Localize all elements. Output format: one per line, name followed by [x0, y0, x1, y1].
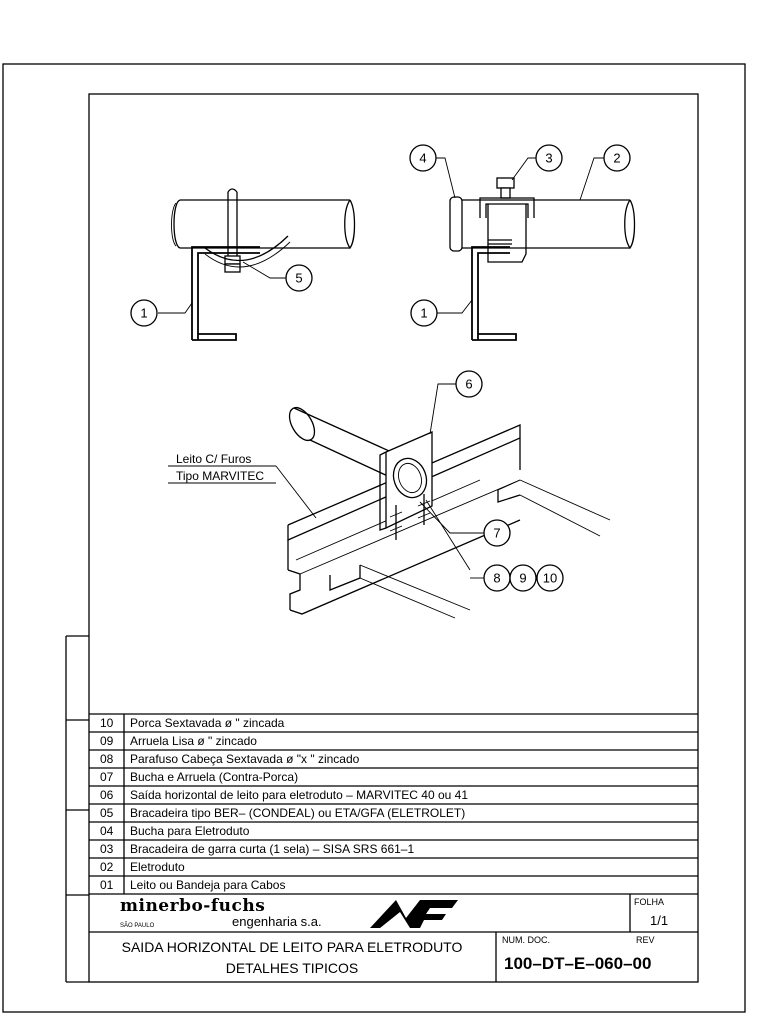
- rev-label: REV: [636, 935, 655, 945]
- parts-row: 01 Leito ou Bandeja para Cabos: [100, 878, 285, 892]
- svg-text:10: 10: [543, 571, 557, 586]
- svg-text:10: 10: [100, 716, 114, 730]
- svg-text:Eletroduto: Eletroduto: [130, 860, 185, 874]
- parts-row: 09 Arruela Lisa ø " zincado: [100, 734, 257, 748]
- svg-text:Bucha e Arruela (Contra-Porca): Bucha e Arruela (Contra-Porca): [130, 770, 298, 784]
- parts-row: 06 Saída horizontal de leito para eletro…: [100, 788, 468, 802]
- company-name: minerbo-fuchs: [120, 896, 265, 916]
- svg-text:09: 09: [100, 734, 114, 748]
- svg-text:07: 07: [100, 770, 114, 784]
- svg-text:01: 01: [100, 878, 114, 892]
- callout-3: 3: [535, 144, 563, 172]
- parts-row: 07 Bucha e Arruela (Contra-Porca): [100, 770, 298, 784]
- parts-row: 05 Bracadeira tipo BER– (CONDEAL) ou ETA…: [100, 806, 465, 820]
- svg-text:Porca Sextavada ø " zincada: Porca Sextavada ø " zincada: [130, 716, 285, 730]
- svg-text:05: 05: [100, 806, 114, 820]
- callout-8: 8: [470, 564, 511, 592]
- folha-label: FOLHA: [634, 897, 664, 907]
- callout-5: 5: [285, 264, 313, 292]
- company-city: SÃO PAULO: [120, 922, 155, 929]
- annotation-line-2: Tipo MARVITEC: [176, 469, 264, 483]
- svg-text:9: 9: [519, 571, 526, 586]
- parts-list: 10 Porca Sextavada ø " zincada 09 Arruel…: [89, 713, 698, 895]
- svg-text:Bracadeira tipo BER– (CONDEAL): Bracadeira tipo BER– (CONDEAL) ou ETA/GF…: [130, 806, 465, 820]
- svg-text:Leito ou Bandeja para Cabos: Leito ou Bandeja para Cabos: [130, 878, 285, 892]
- svg-text:Bucha para Eletroduto: Bucha para Eletroduto: [130, 824, 250, 838]
- svg-text:6: 6: [465, 377, 472, 392]
- inner-frame: [88, 93, 699, 983]
- num-doc-label: NUM. DOC.: [502, 935, 550, 945]
- parts-row: 04 Bucha para Eletroduto: [100, 824, 250, 838]
- parts-row: 08 Parafuso Cabeça Sextavada ø "x " zinc…: [100, 752, 360, 766]
- svg-text:1: 1: [420, 306, 427, 321]
- document-number: 100–DT–E–060–00: [504, 954, 651, 973]
- svg-text:5: 5: [295, 271, 302, 286]
- callout-10: 10: [536, 564, 564, 592]
- detail-clamp-left: [158, 188, 356, 341]
- outer-border: [2, 63, 746, 1013]
- annotation-line-1: Leito C/ Furos: [176, 452, 251, 466]
- detail-isometric: [168, 383, 611, 619]
- callout-9: 9: [509, 564, 537, 592]
- svg-text:2: 2: [613, 151, 620, 166]
- svg-text:4: 4: [419, 151, 426, 166]
- callout-6: 6: [455, 370, 483, 398]
- parts-row: 02 Eletroduto: [100, 860, 185, 874]
- company-subtitle: engenharia s.a.: [232, 914, 322, 929]
- svg-text:Parafuso Cabeça Sextavada ø: Parafuso Cabeça Sextavada ø "x " zincado: [130, 752, 360, 766]
- drawing-title-line-1: SAIDA HORIZONTAL DE LEITO PARA ELETRODUT…: [122, 939, 463, 955]
- parts-row: 03 Bracadeira de garra curta (1 sela) – …: [100, 842, 414, 856]
- parts-row: 10 Porca Sextavada ø " zincada: [100, 716, 285, 730]
- callout-4: 4: [409, 144, 437, 172]
- detail-clamp-right: [436, 157, 636, 341]
- svg-text:02: 02: [100, 860, 114, 874]
- svg-text:7: 7: [493, 526, 500, 541]
- svg-text:04: 04: [100, 824, 114, 838]
- callout-7: 7: [483, 519, 511, 547]
- svg-text:3: 3: [545, 151, 552, 166]
- company-logo: [370, 900, 458, 928]
- drawing-title-line-2: DETALHES TIPICOS: [226, 960, 359, 976]
- callout-1-right: 1: [410, 299, 438, 327]
- svg-text:1: 1: [140, 306, 147, 321]
- folha-value: 1/1: [650, 913, 668, 928]
- svg-text:Arruela Lisa ø " zincado: Arruela Lisa ø " zincado: [130, 734, 257, 748]
- svg-text:06: 06: [100, 788, 114, 802]
- callout-2: 2: [603, 144, 631, 172]
- svg-text:Saída horizontal de leito para: Saída horizontal de leito para eletrodut…: [130, 788, 468, 802]
- svg-text:03: 03: [100, 842, 114, 856]
- revision-strip: [65, 635, 89, 983]
- svg-text:Bracadeira de garra curta (1 s: Bracadeira de garra curta (1 sela) – SIS…: [130, 842, 414, 856]
- title-block: minerbo-fuchs SÃO PAULO engenharia s.a. …: [89, 894, 698, 982]
- callout-1-left: 1: [130, 299, 158, 327]
- svg-text:8: 8: [493, 571, 500, 586]
- svg-text:08: 08: [100, 752, 114, 766]
